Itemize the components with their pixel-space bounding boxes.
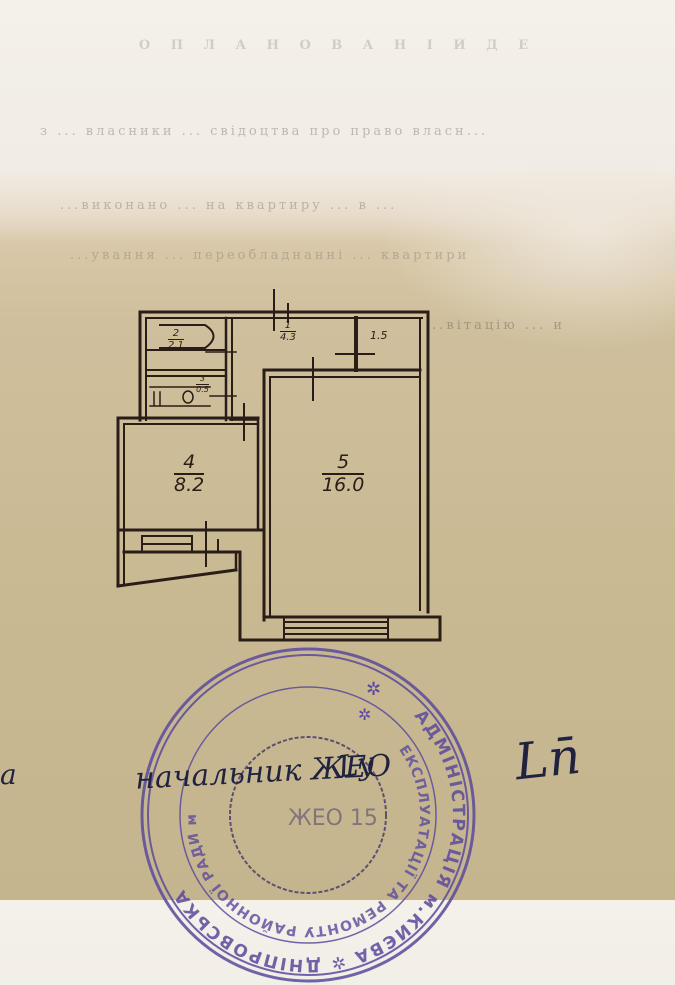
- faded-title-line: О П Л А Н О В А Н І Й Д Е: [138, 38, 537, 53]
- room-4-number: 4: [174, 452, 205, 475]
- faded-text-line: ...вітацію ... и: [425, 318, 565, 333]
- room-5-number: 5: [322, 452, 365, 475]
- room-1-area: 4.3: [280, 332, 296, 343]
- signature-initials: Ly: [335, 745, 377, 786]
- closet-area: 1.5: [370, 329, 388, 342]
- faded-text-line: ...ування ... переобладнанні ... квартир…: [70, 248, 470, 263]
- room-4-label: 4 8.2: [174, 452, 205, 497]
- floor-plan: [116, 289, 442, 642]
- stamp-star-icon: ✲: [366, 679, 381, 700]
- room-3-number: 3: [196, 374, 210, 385]
- room-1-label: 1 4.3: [280, 320, 296, 344]
- signature-right: Ln̄: [512, 726, 584, 792]
- official-stamp: АДМІНІСТРАЦІЯ м.КИЄВА ✲ ДНІПРОВСЬКА ЕКСП…: [138, 645, 476, 983]
- stamp-center-text: ЖЕО 15: [288, 806, 378, 831]
- closet-label: 1.5: [370, 329, 388, 343]
- room-4-area: 8.2: [174, 473, 205, 496]
- room-3-area: 0.5: [196, 384, 209, 394]
- room-2-area: 2.1: [168, 340, 184, 351]
- room-2-label: 2 2.1: [168, 328, 184, 352]
- faded-text-line: з ... власники ... свідоцтва про право в…: [40, 124, 489, 139]
- faded-text-line: ...виконано ... на квартиру ... в ...: [60, 198, 398, 213]
- room-3-label: 3 0.5: [196, 374, 210, 394]
- room-1-number: 1: [280, 320, 296, 332]
- stamp-star-icon: ✲: [358, 705, 371, 724]
- room-5-area: 16.0: [322, 473, 365, 496]
- room-5-label: 5 16.0: [322, 452, 365, 497]
- room-2-number: 2: [168, 328, 184, 340]
- signature-fragment-left: а: [0, 758, 17, 791]
